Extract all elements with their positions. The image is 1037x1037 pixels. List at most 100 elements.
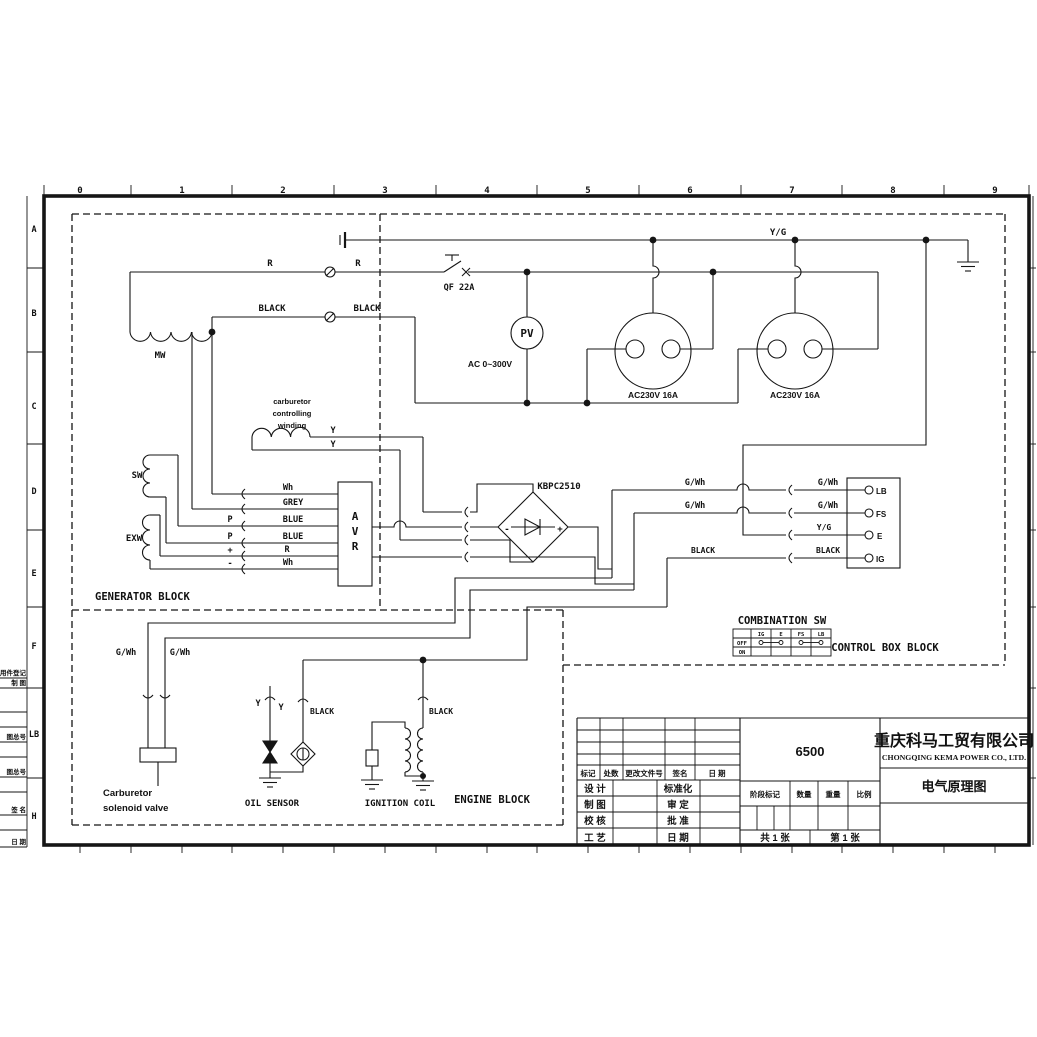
solenoid-valve-symbol xyxy=(139,747,177,763)
wire-label-black: BLACK xyxy=(258,304,286,314)
polarity-mark: + xyxy=(227,546,232,556)
ruler-number: 1 xyxy=(179,186,184,196)
avr-letter: R xyxy=(352,540,359,553)
carb-winding-label: carburetor xyxy=(273,397,311,406)
avr-wire-label: GREY xyxy=(283,498,304,508)
ruler-top: 0 1 2 3 4 5 6 7 8 9 xyxy=(43,185,1030,196)
avr-letter: A xyxy=(352,510,359,523)
wire-label-gwh: G/Wh xyxy=(685,501,705,511)
combination-sw-table: COMBINATION SW IG E FS LB OFF ON xyxy=(732,615,832,657)
role-label: 设 计 xyxy=(584,783,606,795)
wire-label-y: Y xyxy=(330,426,336,436)
breaker-label: QF 22A xyxy=(444,283,475,293)
top-circuit: Y/G R R QF 22A PV AC 0~300V BLACK BLACK xyxy=(129,228,979,407)
ruler-bottom xyxy=(79,846,996,853)
role-label: 工 艺 xyxy=(584,832,606,844)
wire-label-black: BLACK xyxy=(429,707,453,716)
ruler-letter: B xyxy=(31,309,36,319)
weight-header: 重量 xyxy=(826,789,841,799)
ruler-number: 9 xyxy=(992,186,997,196)
ruler-letter: C xyxy=(31,402,36,412)
combo-header: FS xyxy=(798,632,805,638)
generator-block-label: GENERATOR BLOCK xyxy=(95,591,191,603)
ruler-number: 0 xyxy=(77,186,82,196)
terminal-label: LB xyxy=(876,487,887,496)
oil-sensor-label: OIL SENSOR xyxy=(245,799,300,809)
rev-header: 日 期 xyxy=(708,768,726,778)
wire-label-yg: Y/G xyxy=(770,228,786,238)
ignition-coil-label: IGNITION COIL xyxy=(365,799,436,809)
avr-wire-label: R xyxy=(284,545,290,555)
ruler-letter: D xyxy=(31,487,36,497)
role-label: 批 准 xyxy=(667,815,689,827)
sheet-number: 第 1 张 xyxy=(830,832,860,844)
model-number: 6500 xyxy=(796,744,825,759)
avr-wire-label: Wh xyxy=(283,558,293,568)
qty-header: 数量 xyxy=(797,789,812,799)
rev-header: 标记 xyxy=(580,768,596,778)
terminal-label: IG xyxy=(876,555,884,564)
combination-sw-title: COMBINATION SW xyxy=(738,615,827,627)
terminal-label: FS xyxy=(876,510,887,519)
harness-connector xyxy=(846,477,901,569)
carb-winding-label: controlling xyxy=(273,409,312,418)
ruler-right xyxy=(1029,267,1036,779)
combo-row-label: OFF xyxy=(737,641,747,647)
drawing-border xyxy=(26,194,1034,847)
excitation-winding-label: EXW xyxy=(126,534,143,544)
engine-block-label: ENGINE BLOCK xyxy=(454,794,531,806)
ruler-number: 5 xyxy=(585,186,590,196)
main-winding-label: MW xyxy=(155,351,166,361)
ruler-letter: A xyxy=(31,225,36,235)
role-label: 制 图 xyxy=(584,799,606,811)
role-label: 审 定 xyxy=(667,799,689,811)
avr-wire-label: BLUE xyxy=(283,532,303,542)
sub-winding-label: SW xyxy=(132,471,143,481)
wire-label-gwh: G/Wh xyxy=(170,648,190,658)
sheets-total: 共 1 张 xyxy=(760,832,790,844)
avr-wire-label: BLUE xyxy=(283,515,303,525)
ruler-number: 7 xyxy=(789,186,794,196)
combo-header: IG xyxy=(758,632,765,638)
margin-fields: 用件登记 制 图 图总号 图总号 签 名 日 期 xyxy=(0,668,27,848)
combo-header: E xyxy=(779,632,782,638)
wire-label-gwh: G/Wh xyxy=(818,501,838,511)
terminal-label: E xyxy=(877,532,883,541)
ruler-letter: LB xyxy=(29,730,39,740)
combo-row-label: ON xyxy=(739,650,746,656)
control-box-circuit: G/Wh G/Wh G/Wh G/Wh Y/G BLACK BLACK LB F… xyxy=(612,240,927,607)
minus-mark: - xyxy=(504,525,509,535)
ruler-left: A B C D E F LB H xyxy=(27,225,44,822)
ruler-letter: F xyxy=(31,642,36,652)
generator-internals: SW EXW Wh GREY BLUE BLUE R Wh P P + - A … xyxy=(126,332,424,587)
rev-header: 处数 xyxy=(603,768,619,778)
socket-2: AC230V 16A xyxy=(756,312,834,400)
wire-label-gwh: G/Wh xyxy=(685,478,705,488)
block-boundaries: GENERATOR BLOCK CONTROL BOX BLOCK ENGINE… xyxy=(71,213,1006,826)
carburetor-valve-label: Carburetor xyxy=(103,788,152,799)
role-label: 校 核 xyxy=(584,815,606,827)
wire-label-black: BLACK xyxy=(310,707,334,716)
wire-label-gwh: G/Wh xyxy=(116,648,136,658)
voltmeter-range: AC 0~300V xyxy=(468,359,513,369)
wire-label-y: Y xyxy=(330,440,336,450)
spark-plug-symbol xyxy=(365,749,379,767)
ruler-number: 4 xyxy=(484,186,490,196)
margin-label: 签 名 xyxy=(10,805,26,814)
combo-header: LB xyxy=(818,632,825,638)
ruler-number: 6 xyxy=(687,186,692,196)
carb-winding-label: winding xyxy=(277,421,307,430)
stage-header: 阶段标记 xyxy=(750,789,780,799)
ruler-letter: H xyxy=(31,812,36,822)
socket-label: AC230V 16A xyxy=(770,390,820,400)
ruler-number: 2 xyxy=(280,186,285,196)
rectifier-circuit: KBPC2510 + - xyxy=(372,482,635,590)
voltmeter-label: PV xyxy=(520,327,534,340)
title-block: 标记 处数 更改文件号 签名 日 期 设 计 制 图 校 核 工 艺 标准化 审… xyxy=(576,717,1034,845)
role-label: 日 期 xyxy=(667,832,689,844)
drawing-title: 电气原理图 xyxy=(921,779,986,794)
ruler-number: 8 xyxy=(890,186,895,196)
scale-header: 比例 xyxy=(857,789,872,799)
